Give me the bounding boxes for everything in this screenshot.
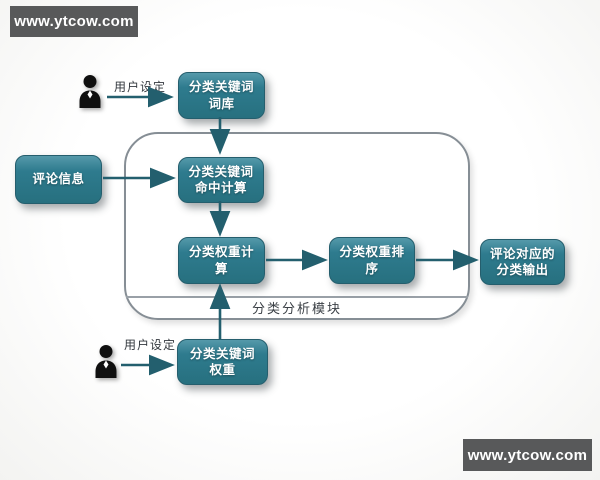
node-category-output: 评论对应的 分类输出 <box>480 239 565 285</box>
node-weight-sort: 分类权重排 序 <box>329 237 415 284</box>
module-label: 分类分析模块 <box>251 301 342 316</box>
watermark-top-left: www.ytcow.com <box>10 6 138 37</box>
node-keyword-weight: 分类关键词 权重 <box>177 339 268 385</box>
module-container: 分类分析模块 <box>124 132 470 320</box>
edge-label-user-setting-bottom: 用户设定 <box>123 338 176 352</box>
node-keyword-thesaurus: 分类关键词 词库 <box>178 72 265 119</box>
node-weight-calc: 分类权重计 算 <box>178 237 265 284</box>
module-divider-line <box>126 296 468 298</box>
user-icon <box>95 345 117 378</box>
watermark-bottom-right: www.ytcow.com <box>463 439 592 471</box>
edge-label-user-setting-top: 用户设定 <box>113 80 166 94</box>
node-comment-info: 评论信息 <box>15 155 102 204</box>
node-keyword-hit-calc: 分类关键词 命中计算 <box>178 157 264 203</box>
user-icon <box>79 75 101 108</box>
